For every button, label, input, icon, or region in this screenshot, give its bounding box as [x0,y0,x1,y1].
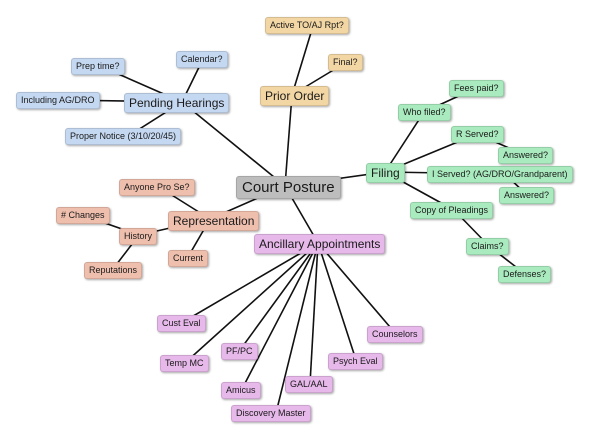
topic-prep-time[interactable]: Prep time? [71,58,125,75]
topic-copy-of-pleadings[interactable]: Copy of Pleadings [410,202,494,219]
topic-including-ag-dro[interactable]: Including AG/DRO [16,92,100,109]
topic-claims[interactable]: Claims? [466,238,509,255]
branch-filing[interactable]: Filing [366,163,405,183]
branch-ancillary-appointments[interactable]: Ancillary Appointments [254,234,386,254]
branch-prior-order[interactable]: Prior Order [260,86,330,106]
topic-answered-i[interactable]: Answered? [499,187,555,204]
topic-r-served[interactable]: R Served? [451,126,504,143]
topic-cust-eval[interactable]: Cust Eval [157,315,206,332]
topic-proper-notice[interactable]: Proper Notice (3/10/20/45) [65,128,182,145]
topic-defenses[interactable]: Defenses? [498,266,552,283]
central-topic[interactable]: Court Posture [236,176,341,199]
topic-pf-pc[interactable]: PF/PC [221,343,258,360]
topic-fees-paid[interactable]: Fees paid? [449,80,504,97]
topic-i-served[interactable]: I Served? (AG/DRO/Grandparent) [427,166,573,183]
branch-representation[interactable]: Representation [168,211,260,231]
topic-discovery-master[interactable]: Discovery Master [231,405,311,422]
topic-active-to-aj[interactable]: Active TO/AJ Rpt? [265,17,349,34]
topic-psych-eval[interactable]: Psych Eval [328,353,383,370]
topic-answered-r[interactable]: Answered? [498,147,554,164]
topic-history[interactable]: History [119,228,158,245]
topic-reputations[interactable]: Reputations [84,262,143,279]
topic-amicus[interactable]: Amicus [221,382,261,399]
branch-pending-hearings[interactable]: Pending Hearings [124,93,230,113]
topic-calendar[interactable]: Calendar? [176,51,228,68]
topic-final[interactable]: Final? [328,54,363,71]
topic-counselors[interactable]: Counselors [367,326,423,343]
topic-changes[interactable]: # Changes [56,207,110,224]
topic-who-filed[interactable]: Who filed? [398,104,451,121]
topic-temp-mc[interactable]: Temp MC [160,355,209,372]
topic-gal-aal[interactable]: GAL/AAL [285,376,333,393]
topic-anyone-pro-se[interactable]: Anyone Pro Se? [119,179,195,196]
topic-current[interactable]: Current [168,250,209,267]
